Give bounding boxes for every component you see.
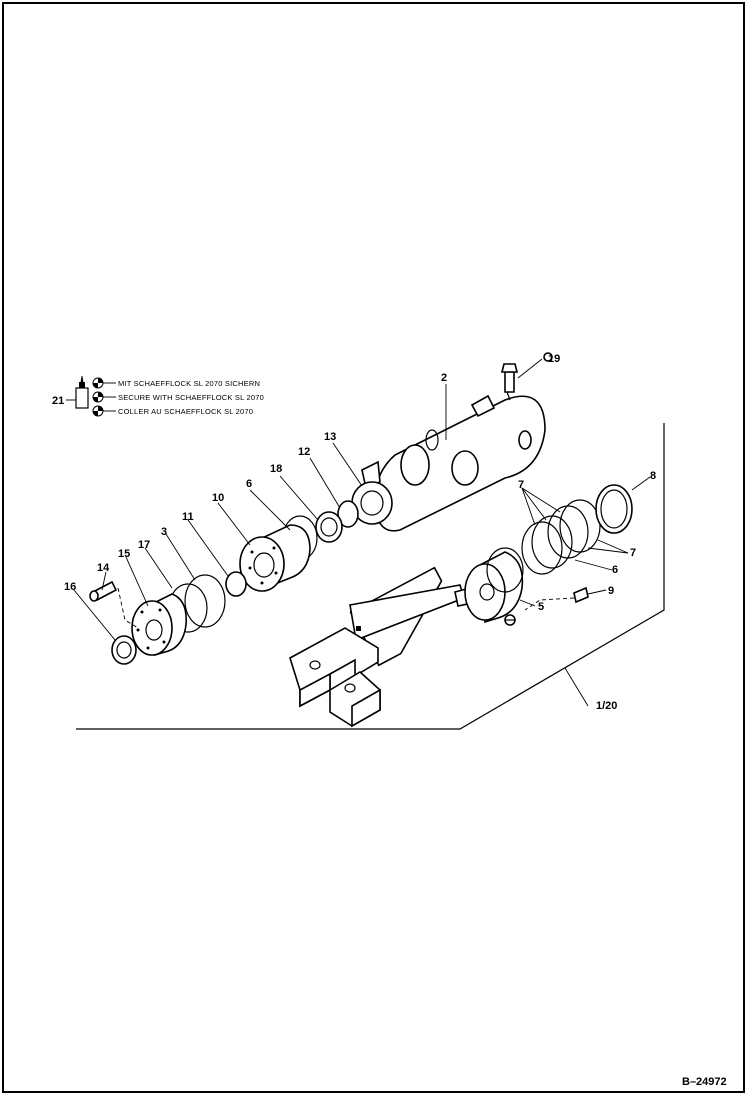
figure-id: B–24972: [682, 1076, 727, 1088]
flag-icon-fr: [92, 405, 104, 417]
label-18: 18: [270, 463, 282, 475]
circlip-3: [184, 574, 226, 628]
cylinder-head-10: [239, 524, 311, 592]
leader-lines: [73, 358, 651, 707]
ring-11: [225, 571, 247, 597]
note-english: SECURE WITH SCHAEFFLOCK SL 2070: [118, 393, 264, 402]
label-8: 8: [650, 470, 656, 482]
label-17: 17: [138, 539, 150, 551]
note-french: COLLER AU SCHAEFFLOCK SL 2070: [118, 407, 253, 416]
schaefflock-bottle-icon: [75, 375, 89, 409]
seal-12: [337, 500, 359, 528]
label-14: 14: [97, 562, 110, 574]
label-21: 21: [52, 395, 64, 407]
note-german: MIT SCHAEFFLOCK SL 2070 SICHERN: [118, 379, 260, 388]
seal-18: [315, 511, 343, 543]
label-15: 15: [118, 548, 130, 560]
label-2: 2: [441, 372, 447, 384]
label-19: 19: [548, 353, 560, 365]
grease-nipple-19: [543, 352, 553, 362]
label-6-left: 6: [246, 478, 252, 490]
label-7-top: 7: [518, 479, 524, 491]
label-1-20: 1/20: [596, 700, 617, 712]
piston-rod: [289, 566, 473, 728]
cylinder-tube: [361, 363, 546, 532]
label-6-right: 6: [612, 564, 618, 576]
wear-ring-8: [595, 484, 633, 534]
label-9: 9: [608, 585, 614, 597]
label-3: 3: [161, 526, 167, 538]
label-12: 12: [298, 446, 310, 458]
piston-5: [464, 547, 524, 626]
flag-icon-en: [92, 391, 104, 403]
label-13: 13: [324, 431, 336, 443]
flange-15: [131, 593, 188, 657]
label-11: 11: [182, 511, 194, 523]
legend: MIT SCHAEFFLOCK SL 2070 SICHERN SECURE W…: [52, 375, 264, 417]
part-labels: 19 2 13 12 18 6 10 11 3 17 15 14 16 7 8 …: [64, 353, 656, 712]
assembly-bracket: [76, 423, 665, 730]
screw-14: [89, 580, 139, 629]
guide-ring-13: [351, 481, 393, 525]
label-10: 10: [212, 492, 224, 504]
flag-icon-de: [92, 377, 104, 389]
label-7-right: 7: [630, 547, 636, 559]
set-screw-9: [524, 586, 589, 611]
label-16: 16: [64, 581, 76, 593]
ring-16: [111, 635, 137, 665]
label-5: 5: [538, 601, 544, 613]
seal-pack-right: [521, 499, 601, 575]
